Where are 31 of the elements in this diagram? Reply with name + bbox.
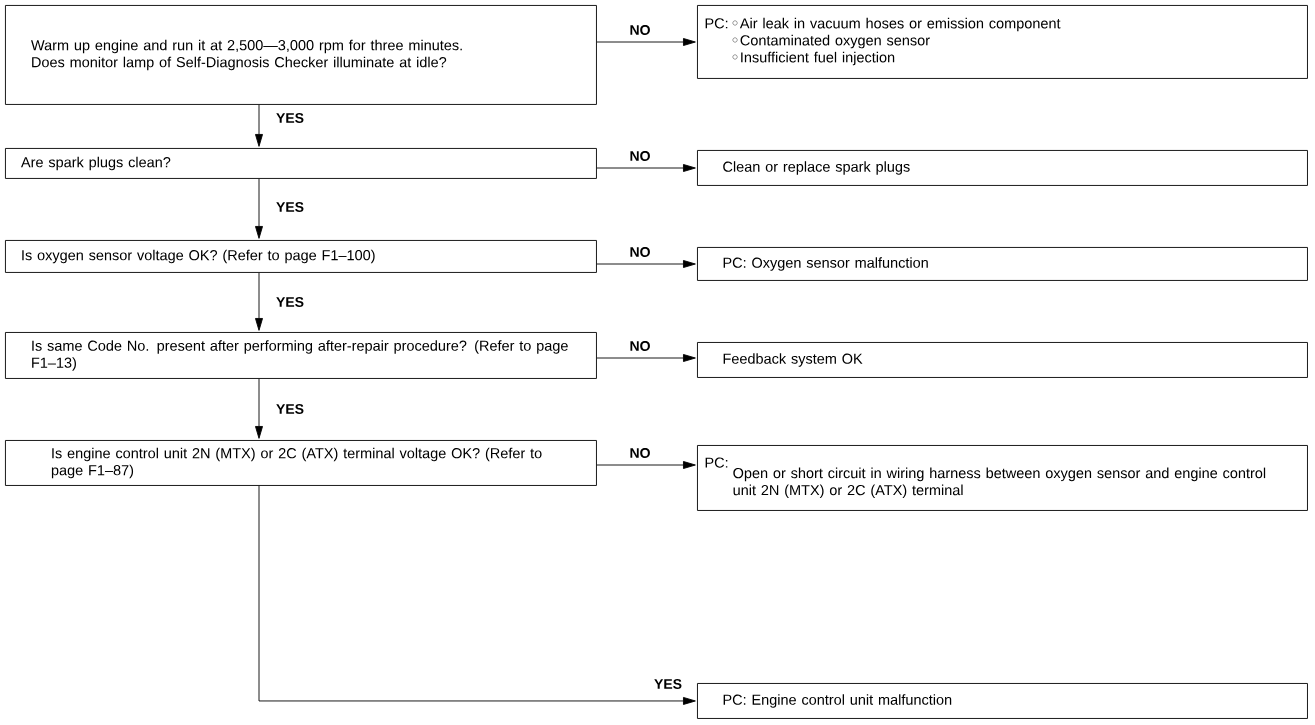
- process-box: PC: Oxygen sensor malfunction: [697, 247, 1308, 281]
- process-box: PC: Air leak in vacuum hoses or emission component Contaminated oxygen sensor Insufficient fuel injection: [697, 5, 1308, 79]
- edge-label: NO: [628, 24, 652, 36]
- process-box: Is engine control unit 2N (MTX) or 2C (ATX) terminal voltage OK? (Refer to page F1–87): [5, 440, 597, 486]
- process-box: Feedback system OK: [697, 342, 1308, 378]
- arrow: [255, 104, 263, 147]
- edge-label: NO: [628, 340, 652, 352]
- arrow: [596, 260, 696, 268]
- arrow: [255, 272, 263, 331]
- edge-label: YES: [275, 296, 305, 308]
- arrow: [255, 378, 263, 439]
- process-box: PC: Open or short circuit in wiring harness between oxygen sensor and engine control unit 2N (MTX) or 2C (ATX) terminal: [697, 445, 1308, 511]
- edge-label: YES: [653, 678, 683, 690]
- arrow: [596, 461, 696, 469]
- edge-label: NO: [628, 150, 652, 162]
- process-box: Is same Code No. present after performing after-repair procedure? (Refer to page F1–13): [5, 332, 597, 379]
- arrow: [258, 485, 696, 705]
- process-box: Are spark plugs clean?: [5, 148, 597, 179]
- arrow: [596, 354, 696, 362]
- edge-label: YES: [275, 201, 305, 213]
- edge-label: YES: [275, 112, 305, 124]
- process-box: Warm up engine and run it at 2,500—3,000 rpm for three minutes. Does monitor lamp of Self-Diagnosis Checker illuminate at idle?: [5, 5, 597, 105]
- arrow: [596, 38, 696, 46]
- process-box: Clean or replace spark plugs: [697, 150, 1308, 186]
- process-box: PC: Engine control unit malfunction: [697, 683, 1308, 719]
- edge-label: NO: [628, 447, 652, 459]
- edge-label: YES: [275, 403, 305, 415]
- arrow: [596, 164, 696, 172]
- arrow: [255, 178, 263, 239]
- process-box: Is oxygen sensor voltage OK? (Refer to page F1–100): [5, 240, 597, 273]
- edge-label: NO: [628, 246, 652, 258]
